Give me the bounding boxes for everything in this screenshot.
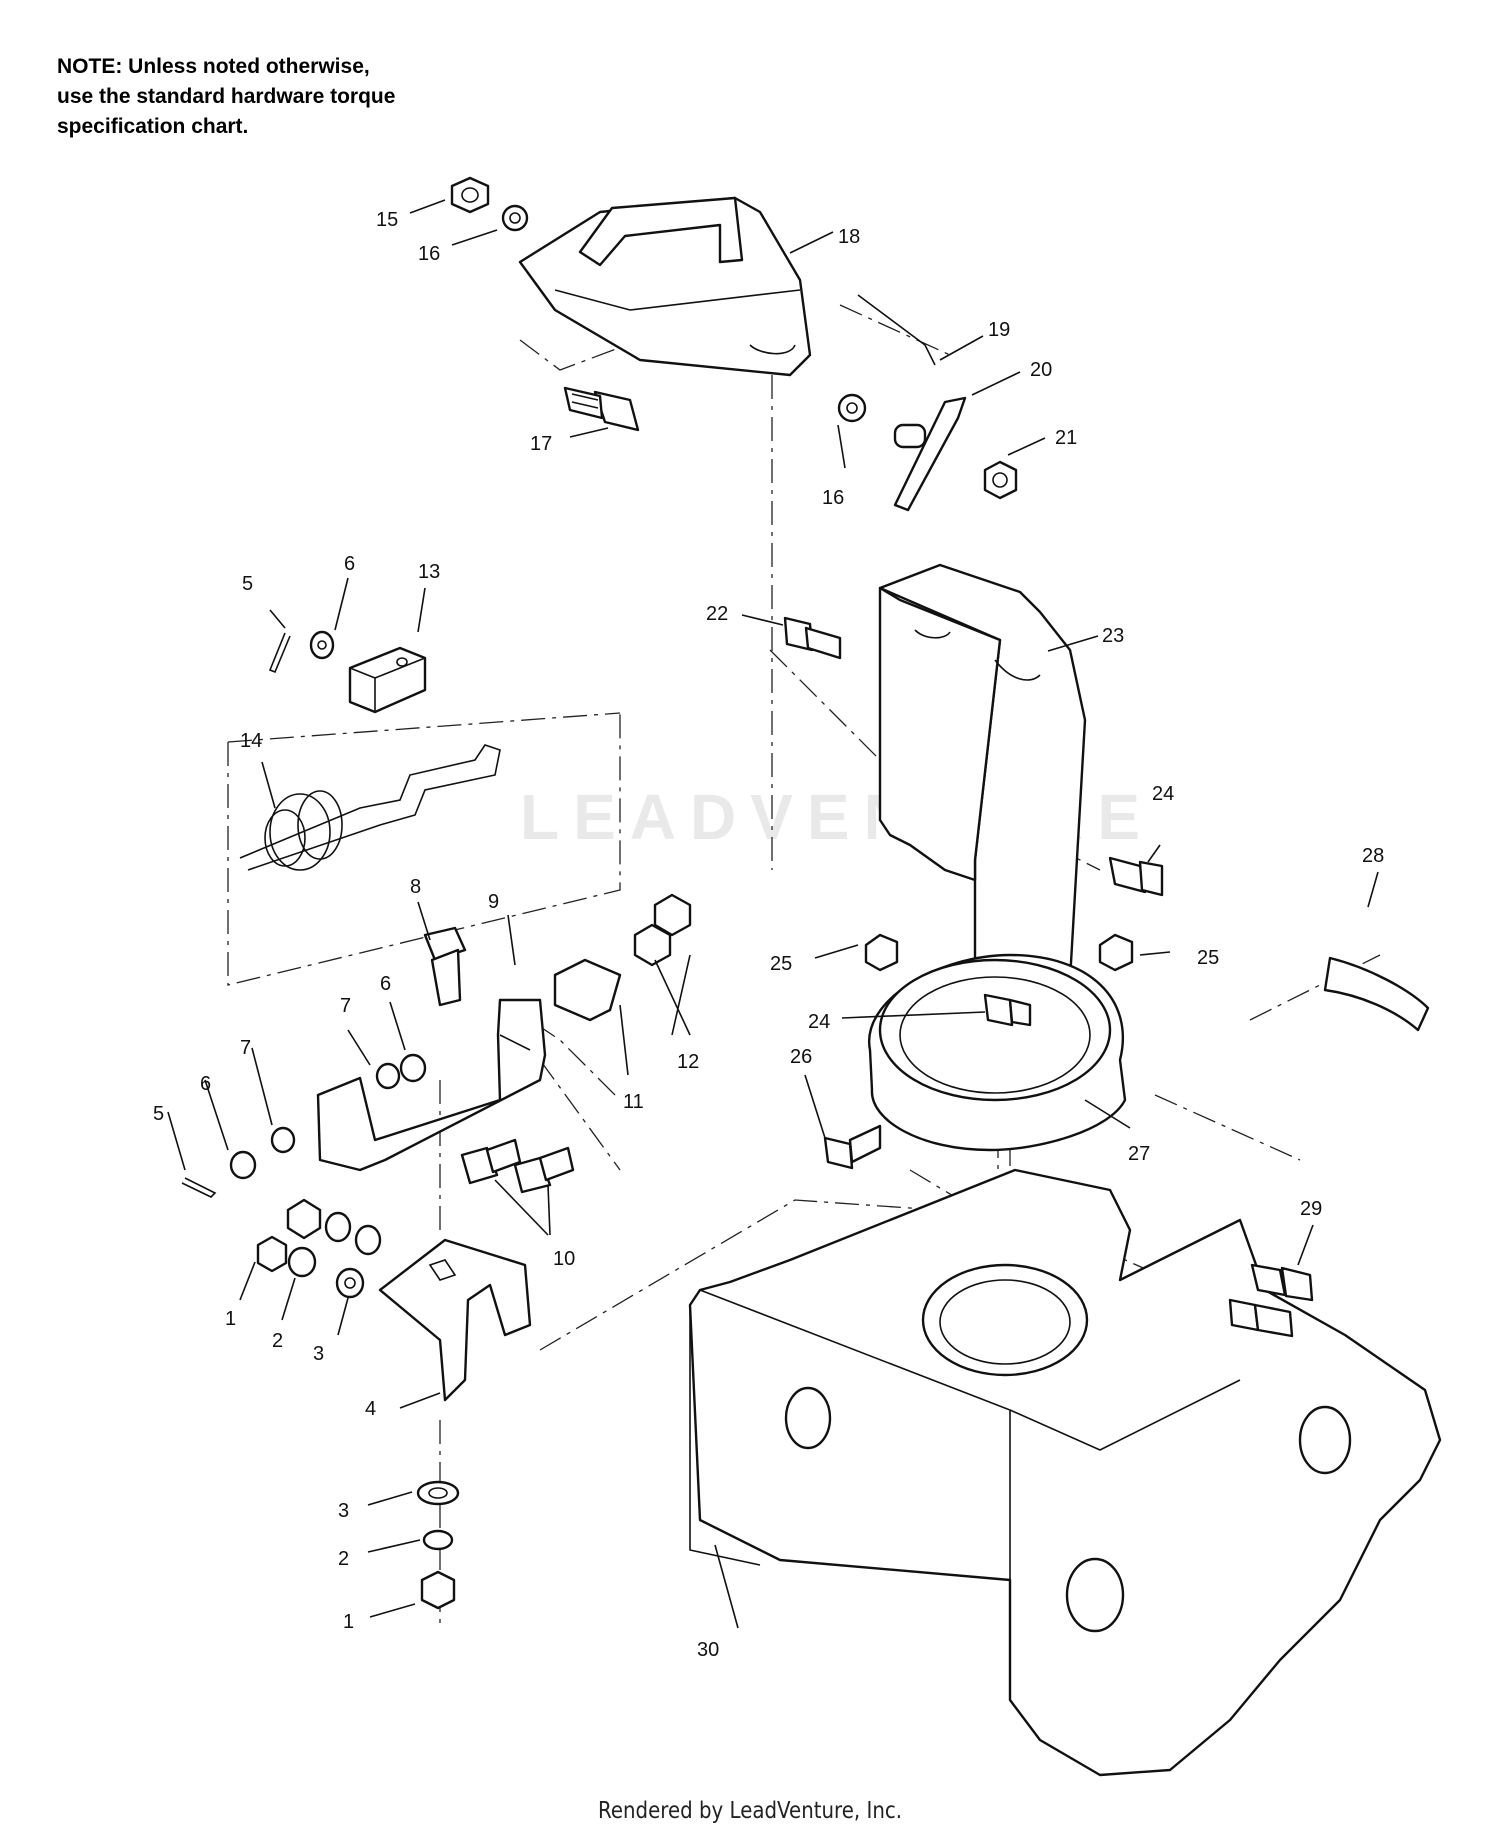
hex-nut-25-left: [864, 933, 899, 972]
callout-labels: 15 16 18 19 20 21 17 16 5 6 13 14 22 23 …: [153, 209, 1384, 1661]
washer-6-top: [309, 630, 335, 660]
bolts-10: [460, 1138, 575, 1194]
torque-note: NOTE: Unless noted otherwise, use the st…: [57, 52, 557, 142]
callout-20: 20: [1030, 359, 1052, 381]
callout-24-center: 24: [808, 1011, 830, 1033]
bracket-11: [553, 958, 622, 1022]
callout-19: 19: [988, 319, 1010, 341]
callout-17: 17: [530, 433, 552, 455]
lock-washer-2-mid: [324, 1211, 352, 1243]
callout-4: 4: [365, 1398, 376, 1420]
bolt-24-center: [983, 993, 1032, 1027]
crank-bracket-9: [316, 998, 547, 1172]
callout-leaders: [167, 199, 1379, 1618]
hex-nut-21: [983, 460, 1018, 500]
callout-12: 12: [677, 1051, 699, 1073]
bolts-29: [1228, 1263, 1314, 1338]
rod-19: [857, 294, 936, 366]
washer-6-left: [229, 1150, 257, 1180]
callout-26: 26: [790, 1046, 812, 1068]
callout-28: 28: [1362, 845, 1384, 867]
lock-washer-2-upper: [287, 1246, 317, 1278]
callout-5-left: 5: [153, 1103, 164, 1125]
cotter-pin-5-top: [268, 632, 291, 674]
hex-nut-25-right: [1098, 933, 1134, 972]
washer-7-left: [270, 1126, 296, 1154]
crank-rod-14: [239, 744, 501, 871]
callout-18: 18: [838, 226, 860, 248]
callout-16-top: 16: [418, 243, 440, 265]
bolt-26: [823, 1124, 882, 1170]
callout-30: 30: [697, 1639, 719, 1661]
washer-6-bracket: [399, 1053, 427, 1083]
washer-16-lower: [837, 393, 867, 423]
callout-6-left: 6: [200, 1073, 211, 1095]
hex-nut-1-upper: [256, 1235, 288, 1273]
lock-washer-2-bottom: [422, 1529, 454, 1551]
hex-nut-1-mid: [286, 1198, 322, 1240]
note-line-1: NOTE: Unless noted otherwise,: [57, 55, 370, 78]
bolt-17: [563, 386, 640, 432]
auger-housing-30: [688, 1168, 1442, 1777]
callout-11: 11: [623, 1091, 644, 1113]
coupler-block-13: [348, 646, 427, 714]
lower-bracket-4: [378, 1238, 532, 1402]
callout-8: 8: [410, 876, 421, 898]
callout-27: 27: [1128, 1143, 1150, 1165]
callout-13: 13: [418, 561, 440, 583]
chute-tilt-knob-20: [893, 396, 967, 512]
hex-nut-15: [450, 176, 490, 214]
rendered-by-footer: Rendered by LeadVenture, Inc.: [597, 1798, 903, 1824]
callout-7-mid: 7: [340, 995, 351, 1017]
discharge-chute: [878, 563, 1099, 1017]
washer-7-bracket: [375, 1062, 401, 1090]
callout-10: 10: [553, 1248, 575, 1270]
callout-2-lower: 2: [338, 1548, 349, 1570]
note-line-2: use the standard hardware torque: [57, 85, 396, 108]
callout-14: 14: [240, 730, 262, 752]
callout-25-right: 25: [1197, 947, 1219, 969]
callout-16-lower: 16: [822, 487, 844, 509]
cotter-pin-5-left: [181, 1177, 217, 1198]
washer-3-upper: [335, 1267, 365, 1299]
hex-nuts-12: [633, 893, 692, 967]
callout-6-mid: 6: [380, 973, 391, 995]
note-line-3: specification chart.: [57, 115, 249, 138]
callout-7-left: 7: [240, 1037, 251, 1059]
callout-21: 21: [1055, 427, 1077, 449]
callout-3-lower: 3: [338, 1500, 349, 1522]
hex-nut-1-bottom: [420, 1570, 456, 1610]
bolt-22: [783, 616, 842, 660]
washer-16-top: [501, 204, 529, 232]
callout-3-upper: 3: [313, 1343, 324, 1365]
callout-23: 23: [1102, 625, 1124, 647]
bolt-24-right: [1108, 856, 1164, 897]
callout-9: 9: [488, 891, 499, 913]
washer-3-mid: [354, 1224, 382, 1256]
washer-3-bottom: [416, 1480, 460, 1506]
callout-24-right: 24: [1152, 783, 1174, 805]
bolt-8: [423, 926, 467, 1007]
chute-clamp-28: [1323, 956, 1430, 1032]
callout-25-left: 25: [770, 953, 792, 975]
callout-15: 15: [376, 209, 398, 231]
callout-2-upper: 2: [272, 1330, 283, 1352]
chute-deflector-handle: [518, 196, 834, 377]
callout-1-lower: 1: [343, 1611, 354, 1633]
callout-5-top: 5: [242, 573, 253, 595]
callout-29: 29: [1300, 1198, 1322, 1220]
chute-ring-assembly: [867, 953, 1131, 1152]
callout-1-upper: 1: [225, 1308, 236, 1330]
callout-6-top: 6: [344, 553, 355, 575]
callout-22: 22: [706, 603, 728, 625]
